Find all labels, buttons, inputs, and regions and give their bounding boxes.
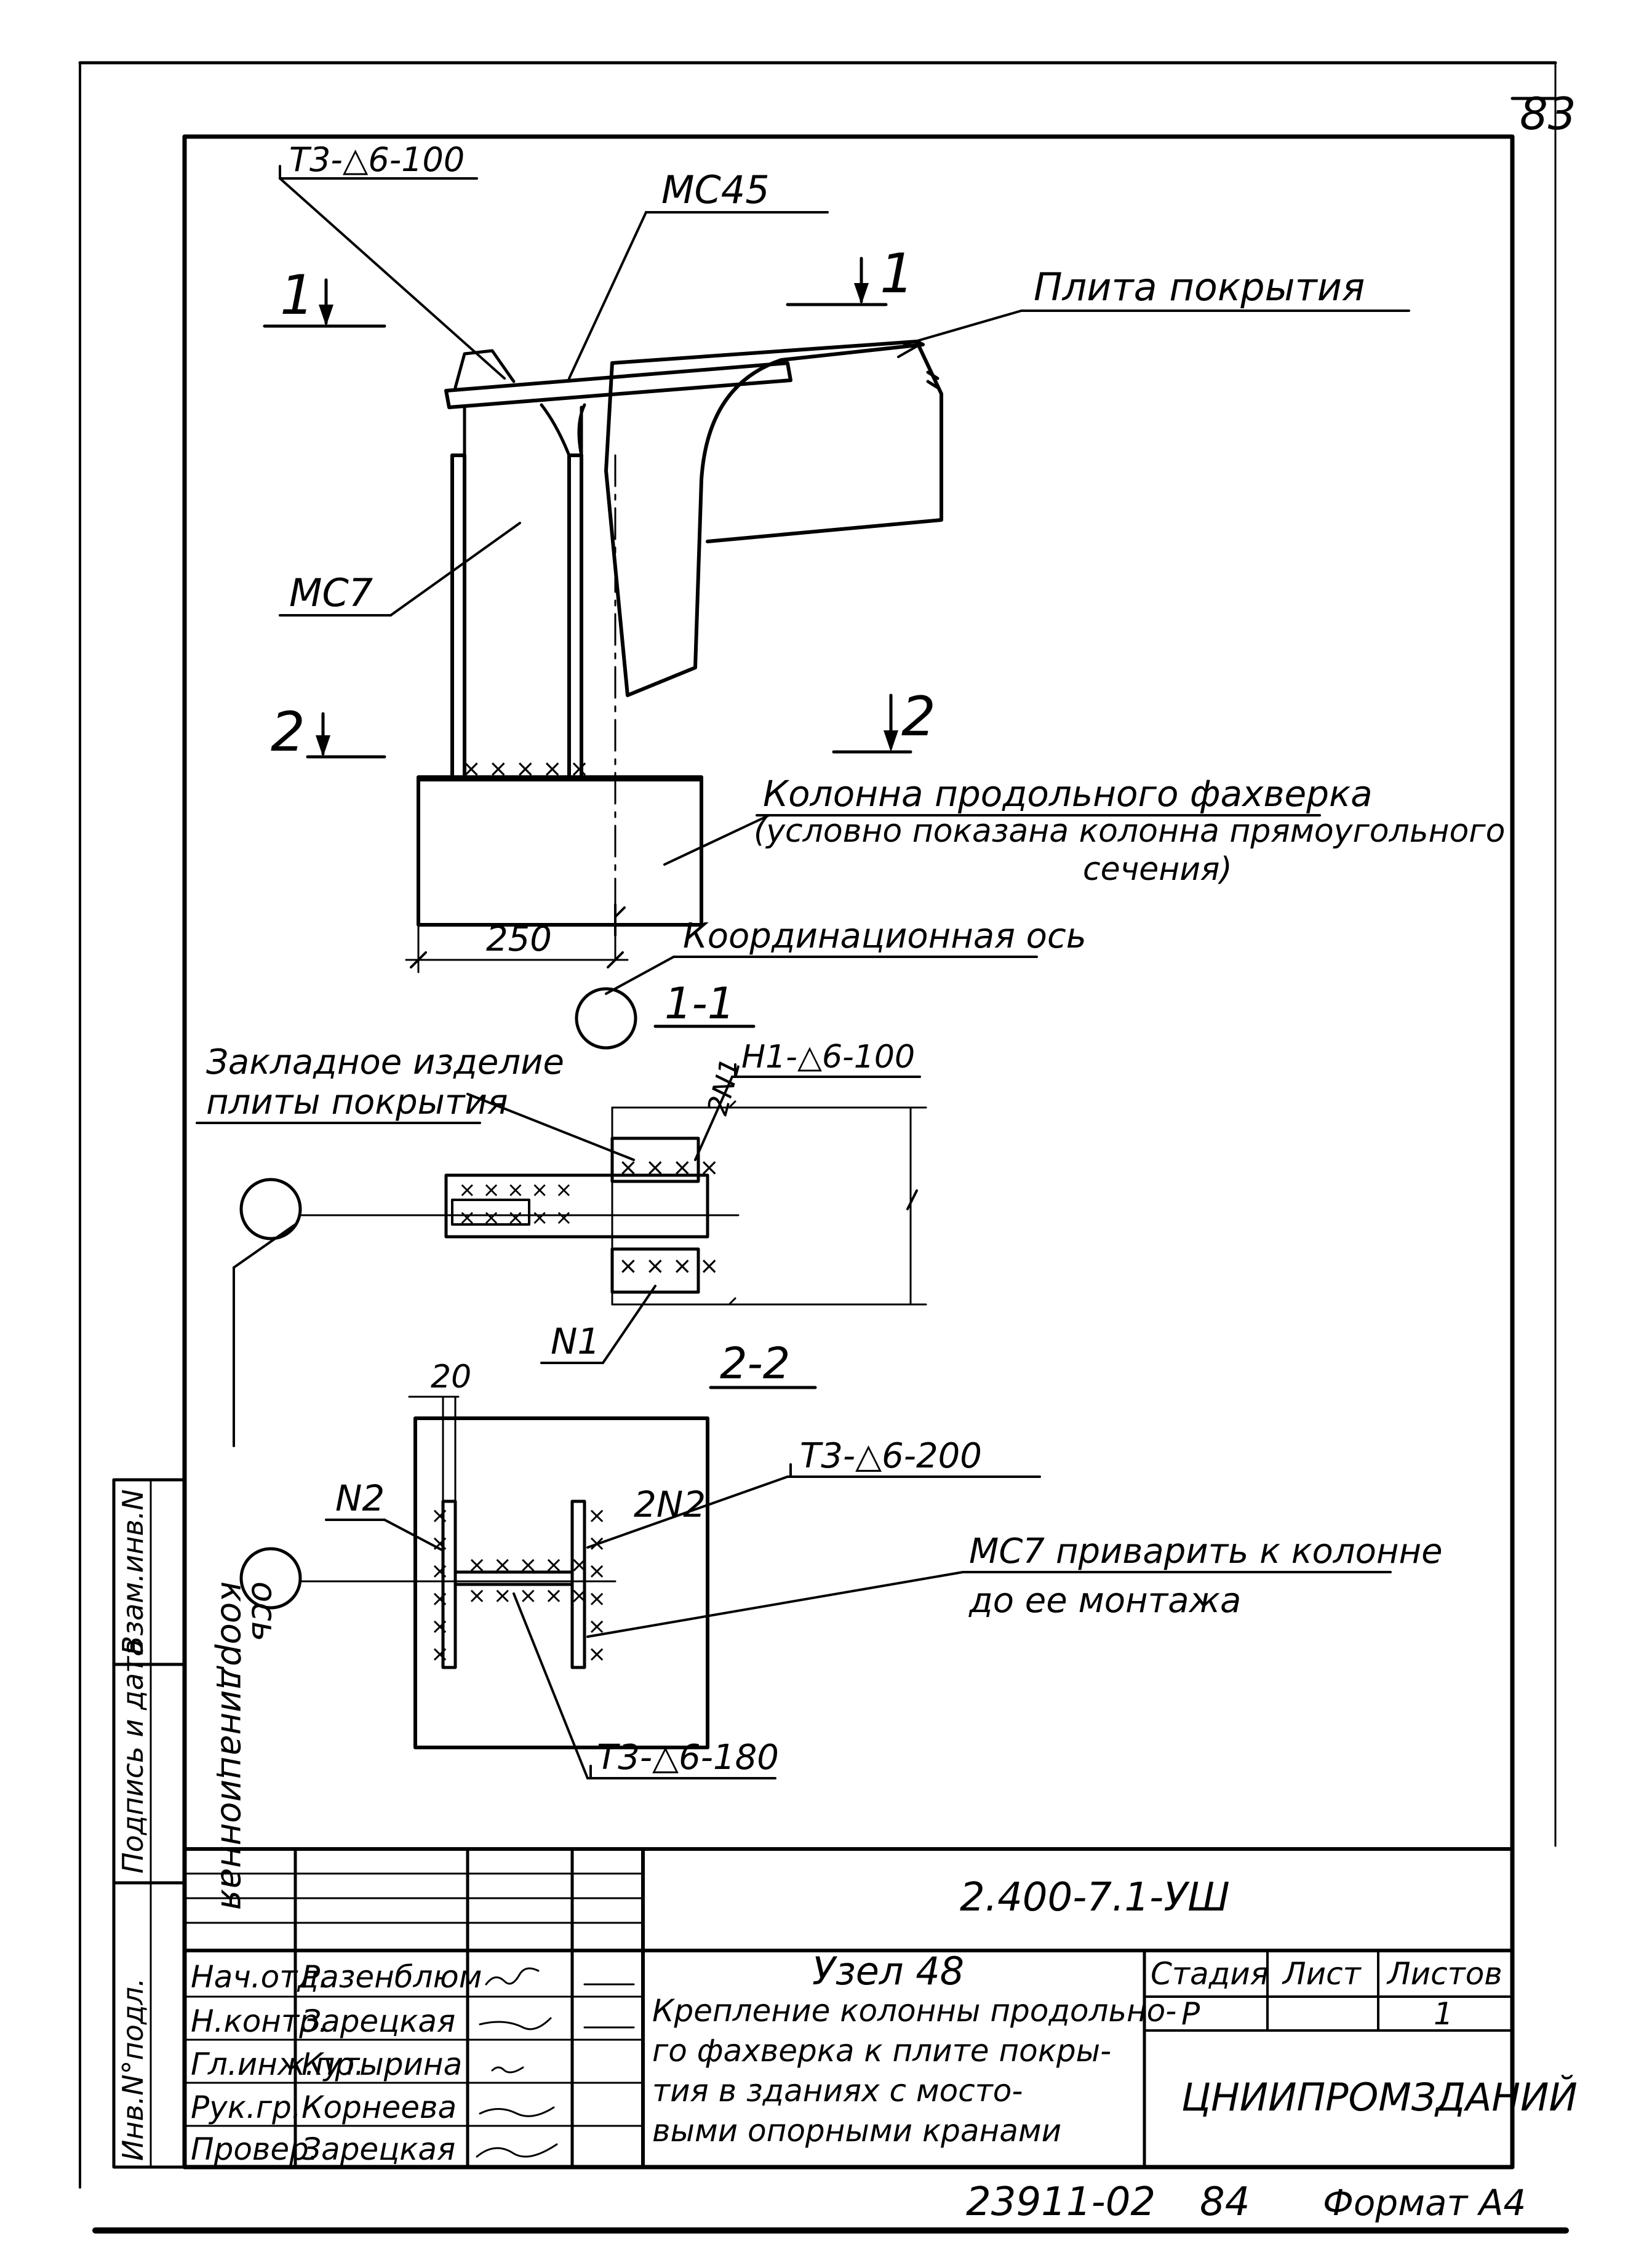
side-stamp-inventory-number: Инв.N°подл. [116,1978,150,2161]
description-line-3: выми опорными кранами [652,2113,1061,2149]
dimension-20: 20 [431,1359,471,1396]
svg-text:×: × [431,1559,449,1584]
svg-text:×: × [431,1503,449,1528]
mark-n1-label: N1 [551,1320,600,1362]
svg-text:× × × × ×: × × × × × [458,1205,573,1230]
column-base-plate [413,1416,709,1749]
stage-label: Стадия [1151,1956,1269,1992]
section-2-left-label: 2 [271,700,305,764]
svg-text:×: × [431,1642,449,1667]
svg-text:× × × × ×: × × × × × [461,755,589,782]
role-1: Н.контр. [191,2003,329,2039]
weld-h1-label: H1-△6-100 [741,1039,915,1076]
svg-text:×: × [588,1642,606,1667]
mc45-channel [444,361,792,409]
signatures [476,1967,635,2158]
embedded-part-label-line1: Закладное изделие [206,1042,564,1082]
section-1-right-label: 1 [880,242,914,305]
title-block-description: Крепление колонны продольно- го фахверка… [652,1993,1176,2149]
weld-t3-200-label: T3-△6-200 [800,1436,982,1476]
name-1: Зарецкая [301,2003,455,2039]
mc7-column [450,403,586,777]
footer-code: 23911-02 [966,2179,1155,2225]
svg-text:×: × [431,1586,449,1611]
mc45-label: MC45 [661,167,770,212]
section-1-left-label: 1 [280,263,314,327]
footer: 23911-02 84 Формат А4 [966,2179,1526,2225]
column-title: Колонна продольного фахверка [763,773,1373,815]
coord-axis-vertical-line1: координационная [213,1581,253,1910]
elevation-view: 1 1 Плита покрытия MC45 T3-△6-100 [263,140,1505,1050]
side-stamp: Инв.N°подл. Подпись и дата Взам.инв.N [112,1478,186,2169]
description-line-2: тия в зданиях с мосто- [652,2073,1023,2109]
footer-format: Формат А4 [1323,2182,1526,2224]
organization: ЦНИИПРОМЗДАНИЙ [1181,2074,1578,2120]
mark-2n1-label: 2N1 [700,1055,747,1119]
embedded-part-label-line2: плиты покрытия [206,1082,508,1122]
footer-number: 84 [1200,2179,1250,2225]
svg-text:× × × ×: × × × × [618,1252,719,1279]
cover-slab-label: Плита покрытия [1034,265,1365,309]
svg-text:× × × × ×: × × × × × [468,1552,589,1578]
description-line-0: Крепление колонны продольно- [652,1993,1176,2029]
title-block: 2.400-7.1-УШ Нач.отд. Разенблюм Н.контр.… [183,1847,1578,2169]
description-line-1: го фахверка к плите покры- [652,2033,1111,2069]
sheets-label: Листов [1386,1956,1502,1992]
svg-text:×: × [588,1559,606,1584]
document-code: 2.400-7.1-УШ [960,1875,1230,1920]
coord-axis-vertical-line2: ось [244,1581,284,1642]
sheet-frames [78,61,1569,2234]
mc7-label: MC7 [289,570,373,615]
weld-note-line2: до ее монтажа [968,1581,1241,1621]
svg-text:× × × × ×: × × × × × [458,1178,573,1202]
side-stamp-signature-date: Подпись и дата [116,1639,150,1874]
axis-marker-circle-3 [239,1547,302,1610]
svg-text:×: × [588,1503,606,1528]
column-note-line1: (условно показана колонна прямоугольного [754,813,1505,850]
weld-t3-180-label: T3-△6-180 [597,1738,779,1778]
section-1-1-view: 1-1 Закладное изделие плиты покрытия 2N1… [196,978,927,1364]
name-4: Зарецкая [301,2131,455,2167]
fachwerk-column [417,775,703,927]
roles-list: Нач.отд. Разенблюм Н.контр. Зарецкая Гл.… [191,1959,482,2167]
name-2: Кутырина [301,2046,462,2082]
section-2-2-view: 2-2 20 ××× ××× ××× ××× × × × × × × × × ×… [239,1338,1443,1779]
svg-text:×: × [431,1614,449,1639]
role-4: Провер. [191,2131,319,2167]
vertical-axis-label: координационная ось [213,1223,297,1910]
svg-text:×: × [588,1586,606,1611]
coordination-axis-label: Координационная ось [683,916,1087,956]
side-stamp-replacement-inventory: Взам.инв.N [116,1489,150,1655]
axis-marker-circle-1 [575,987,637,1050]
mark-n2-label: N2 [335,1477,385,1519]
sheet-label: Лист [1282,1956,1362,1992]
stage-value: P [1181,1996,1200,2032]
svg-text:×: × [431,1531,449,1556]
section-2-right-label: 2 [901,685,936,748]
title-block-title: Узел 48 [812,1949,964,1994]
weld-t3-top-label: T3-△6-100 [289,140,465,179]
role-0: Нач.отд. [191,1959,329,1995]
section-2-2-label: 2-2 [720,1338,790,1389]
section-1-1-label: 1-1 [664,978,735,1029]
weld-marks-base: × × × × × [461,755,589,782]
axis-marker-circle-2 [239,1178,302,1240]
svg-text:× × × × ×: × × × × × [468,1583,589,1608]
dimension-250: 250 [486,919,552,959]
role-2: Гл.инж.пр. [191,2046,364,2082]
weld-note-line1: MC7 приварить к колонне [969,1531,1443,1571]
sheets-value: 1 [1434,1996,1453,2032]
name-3: Корнеева [301,2090,457,2125]
role-3: Рук.гр. [191,2090,301,2125]
sheet-number: 83 [1520,88,1576,140]
name-0: Разенблюм [301,1959,482,1995]
column-note-line2: сечения) [1083,851,1232,888]
cover-slab [604,340,925,697]
